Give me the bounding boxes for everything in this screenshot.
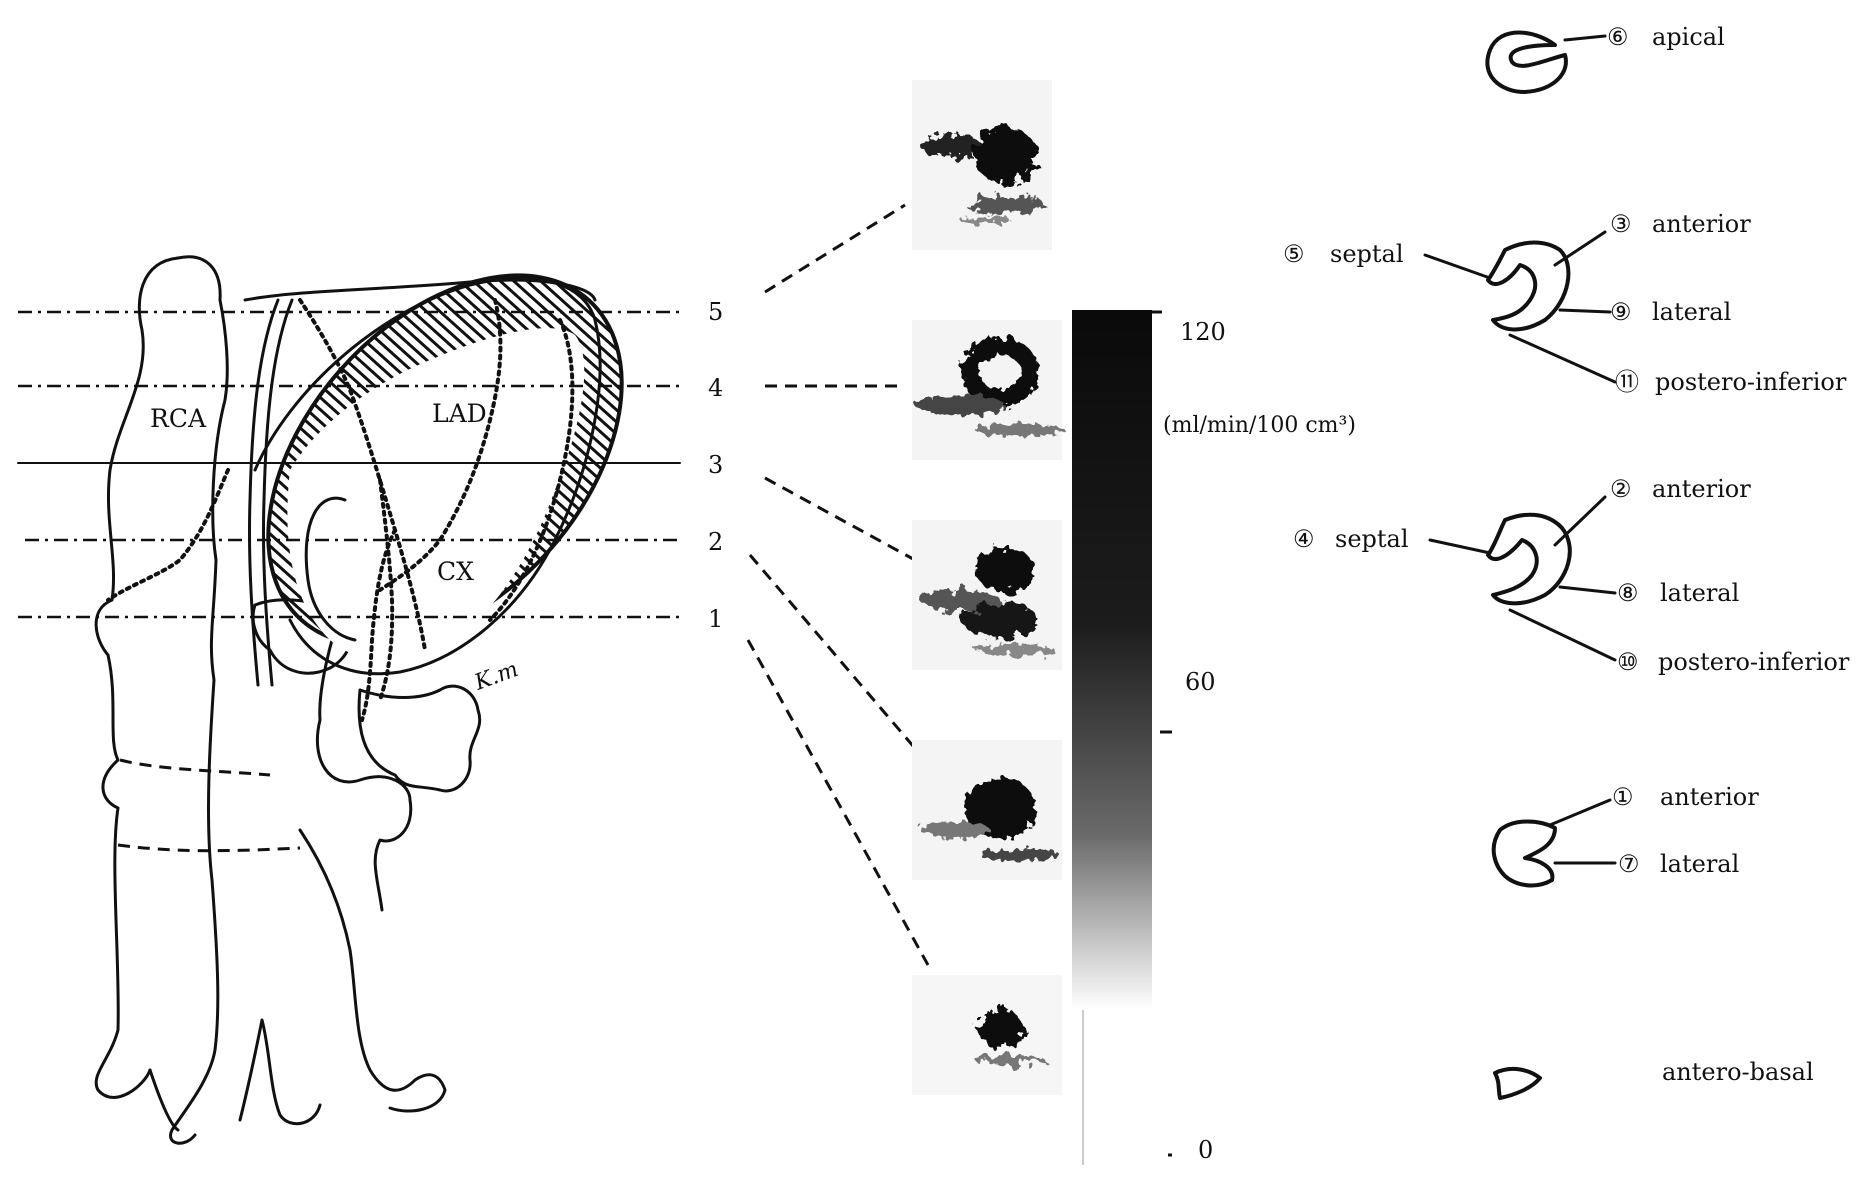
slice1-shape xyxy=(1495,1069,1540,1098)
key-slice3-postinf-label: postero-inferior xyxy=(1658,648,1850,676)
key-slice4-lateral-num: ⑨ xyxy=(1610,298,1632,326)
level-1-label: 1 xyxy=(708,605,723,633)
key-slice4-lateral-label: lateral xyxy=(1652,298,1731,326)
key-slice3-lateral-label: lateral xyxy=(1660,579,1739,607)
aortic-root-outline xyxy=(96,258,178,1097)
scale-label-60: 60 xyxy=(1185,668,1216,696)
lad-label: LAD xyxy=(432,399,487,428)
key-slice4-septal-label: septal xyxy=(1330,240,1404,268)
key-slice2-anterior-num: ① xyxy=(1612,783,1634,811)
scale-unit-label: (ml/min/100 cm³) xyxy=(1163,413,1356,438)
level-2-label: 2 xyxy=(708,528,723,556)
key-slice4-anterior-label: anterior xyxy=(1652,210,1751,238)
key-slice4-anterior-num: ③ xyxy=(1610,210,1632,238)
cx-label: CX xyxy=(437,557,474,586)
heart-drawing: RCA LAD CX K.m xyxy=(96,208,691,1143)
key-slice-4: ⑤ septal ③ anterior ⑨ lateral ⑪ postero-… xyxy=(1283,210,1847,396)
key-slice-3: ④ septal ② anterior ⑧ lateral ⑩ postero-… xyxy=(1293,475,1850,676)
connector-3 xyxy=(765,478,915,560)
rca-label: RCA xyxy=(150,404,207,433)
key-slice-2: ① anterior ⑦ lateral xyxy=(1494,783,1760,886)
key-slice4-postinf-num: ⑪ xyxy=(1615,368,1639,396)
key-slice-5: ⑥ apical xyxy=(1487,23,1724,92)
scan-slice-2 xyxy=(912,740,1062,880)
key-slice4-postinf-label: postero-inferior xyxy=(1655,368,1847,396)
key-slice4-septal-num: ⑤ xyxy=(1283,240,1305,268)
level-4-label: 4 xyxy=(708,374,723,402)
key-slice3-septal-label: septal xyxy=(1335,525,1409,553)
artist-signature: K.m xyxy=(471,657,522,696)
connector-1 xyxy=(748,640,928,965)
key-apical-label: apical xyxy=(1652,23,1725,51)
key-slice2-lateral-num: ⑦ xyxy=(1618,850,1640,878)
apical-shape xyxy=(1487,33,1566,93)
scale-label-0: 0 xyxy=(1198,1136,1213,1164)
scale-label-120: 120 xyxy=(1180,318,1226,346)
trunk-crossline-upper xyxy=(120,760,270,775)
vessel-trunk-right xyxy=(300,830,445,1111)
ascending-aorta-outline xyxy=(171,257,228,1143)
key-slice2-lateral-label: lateral xyxy=(1660,850,1739,878)
flow-color-scale: 120 (ml/min/100 cm³) 60 0 xyxy=(1072,310,1356,1165)
level-5-label: 5 xyxy=(708,298,723,326)
vessel-trunk-left xyxy=(150,1070,178,1130)
connector-2 xyxy=(750,555,925,760)
slice3-shape xyxy=(1488,515,1570,604)
key-slice3-anterior-label: anterior xyxy=(1652,475,1751,503)
slice2-shape xyxy=(1494,822,1555,886)
key-slice-1: antero-basal xyxy=(1495,1058,1814,1098)
key-slice3-lateral-num: ⑧ xyxy=(1617,579,1639,607)
scan-connectors xyxy=(748,205,928,965)
scan-slice-5 xyxy=(912,80,1052,250)
grayscale-bar xyxy=(1072,310,1152,1010)
scan-slice-4 xyxy=(912,320,1065,460)
connector-5 xyxy=(765,205,905,292)
segment-key: ⑥ apical ⑤ septal ③ anterior ⑨ lateral ⑪… xyxy=(1283,23,1850,1098)
key-apical-num: ⑥ xyxy=(1607,23,1629,51)
key-slice3-septal-num: ④ xyxy=(1293,525,1315,553)
scan-slice-3 xyxy=(912,520,1062,670)
scan-slice-1 xyxy=(912,975,1062,1095)
vessel-trunk-middle xyxy=(240,1020,320,1124)
key-slice3-anterior-num: ② xyxy=(1610,475,1632,503)
slice4-shape xyxy=(1488,243,1568,330)
perfusion-scan-strip xyxy=(912,80,1065,1095)
key-slice1-label: antero-basal xyxy=(1662,1058,1814,1086)
key-slice3-postinf-num: ⑩ xyxy=(1617,648,1639,676)
rca-dotted-branch xyxy=(108,470,228,600)
level-3-label: 3 xyxy=(708,451,723,479)
key-slice2-anterior-label: anterior xyxy=(1660,783,1759,811)
